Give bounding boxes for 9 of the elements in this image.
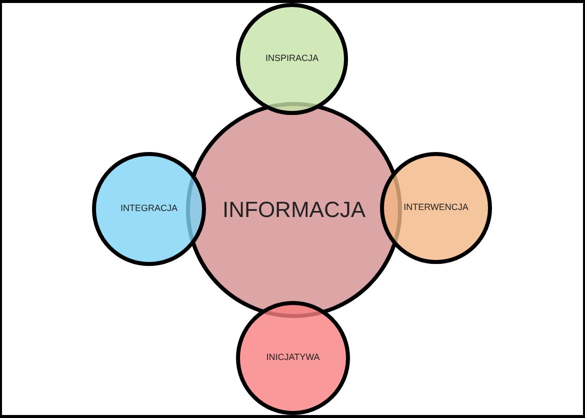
topic-circle (380, 152, 492, 264)
topic-label: INSPIRACJA (265, 54, 318, 64)
topic-circle (92, 152, 206, 266)
topic-label: INTERWENCJA (404, 203, 468, 213)
topic-label: INICJATYWA (266, 353, 320, 363)
topic-circle (236, 301, 350, 415)
topic-circle (236, 3, 348, 115)
central-label: INFORMACJA (222, 198, 366, 222)
topic-label: INTEGRACJA (120, 204, 178, 214)
